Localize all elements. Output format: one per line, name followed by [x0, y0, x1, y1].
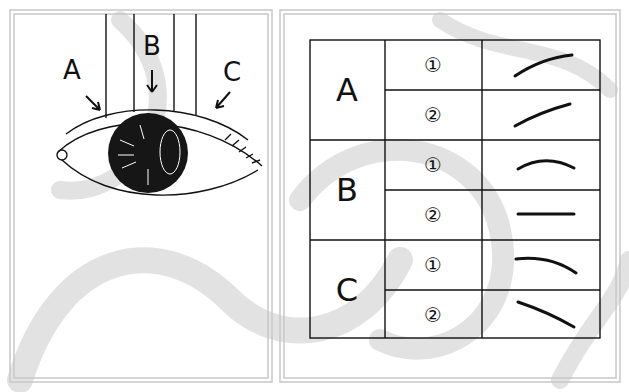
table-cell: A	[336, 74, 358, 106]
part-letter: A	[63, 57, 81, 83]
table-cell: ②	[424, 305, 442, 325]
table-cell: ①	[424, 255, 442, 275]
table-cell: B	[336, 174, 358, 206]
part-letter: C	[223, 59, 241, 85]
table-cell: ②	[424, 205, 442, 225]
part-letter: B	[143, 33, 161, 59]
table-cell: ①	[424, 55, 442, 75]
table-cell: C	[336, 274, 358, 306]
table-cell: ①	[424, 155, 442, 175]
table-cell: ②	[424, 105, 442, 125]
